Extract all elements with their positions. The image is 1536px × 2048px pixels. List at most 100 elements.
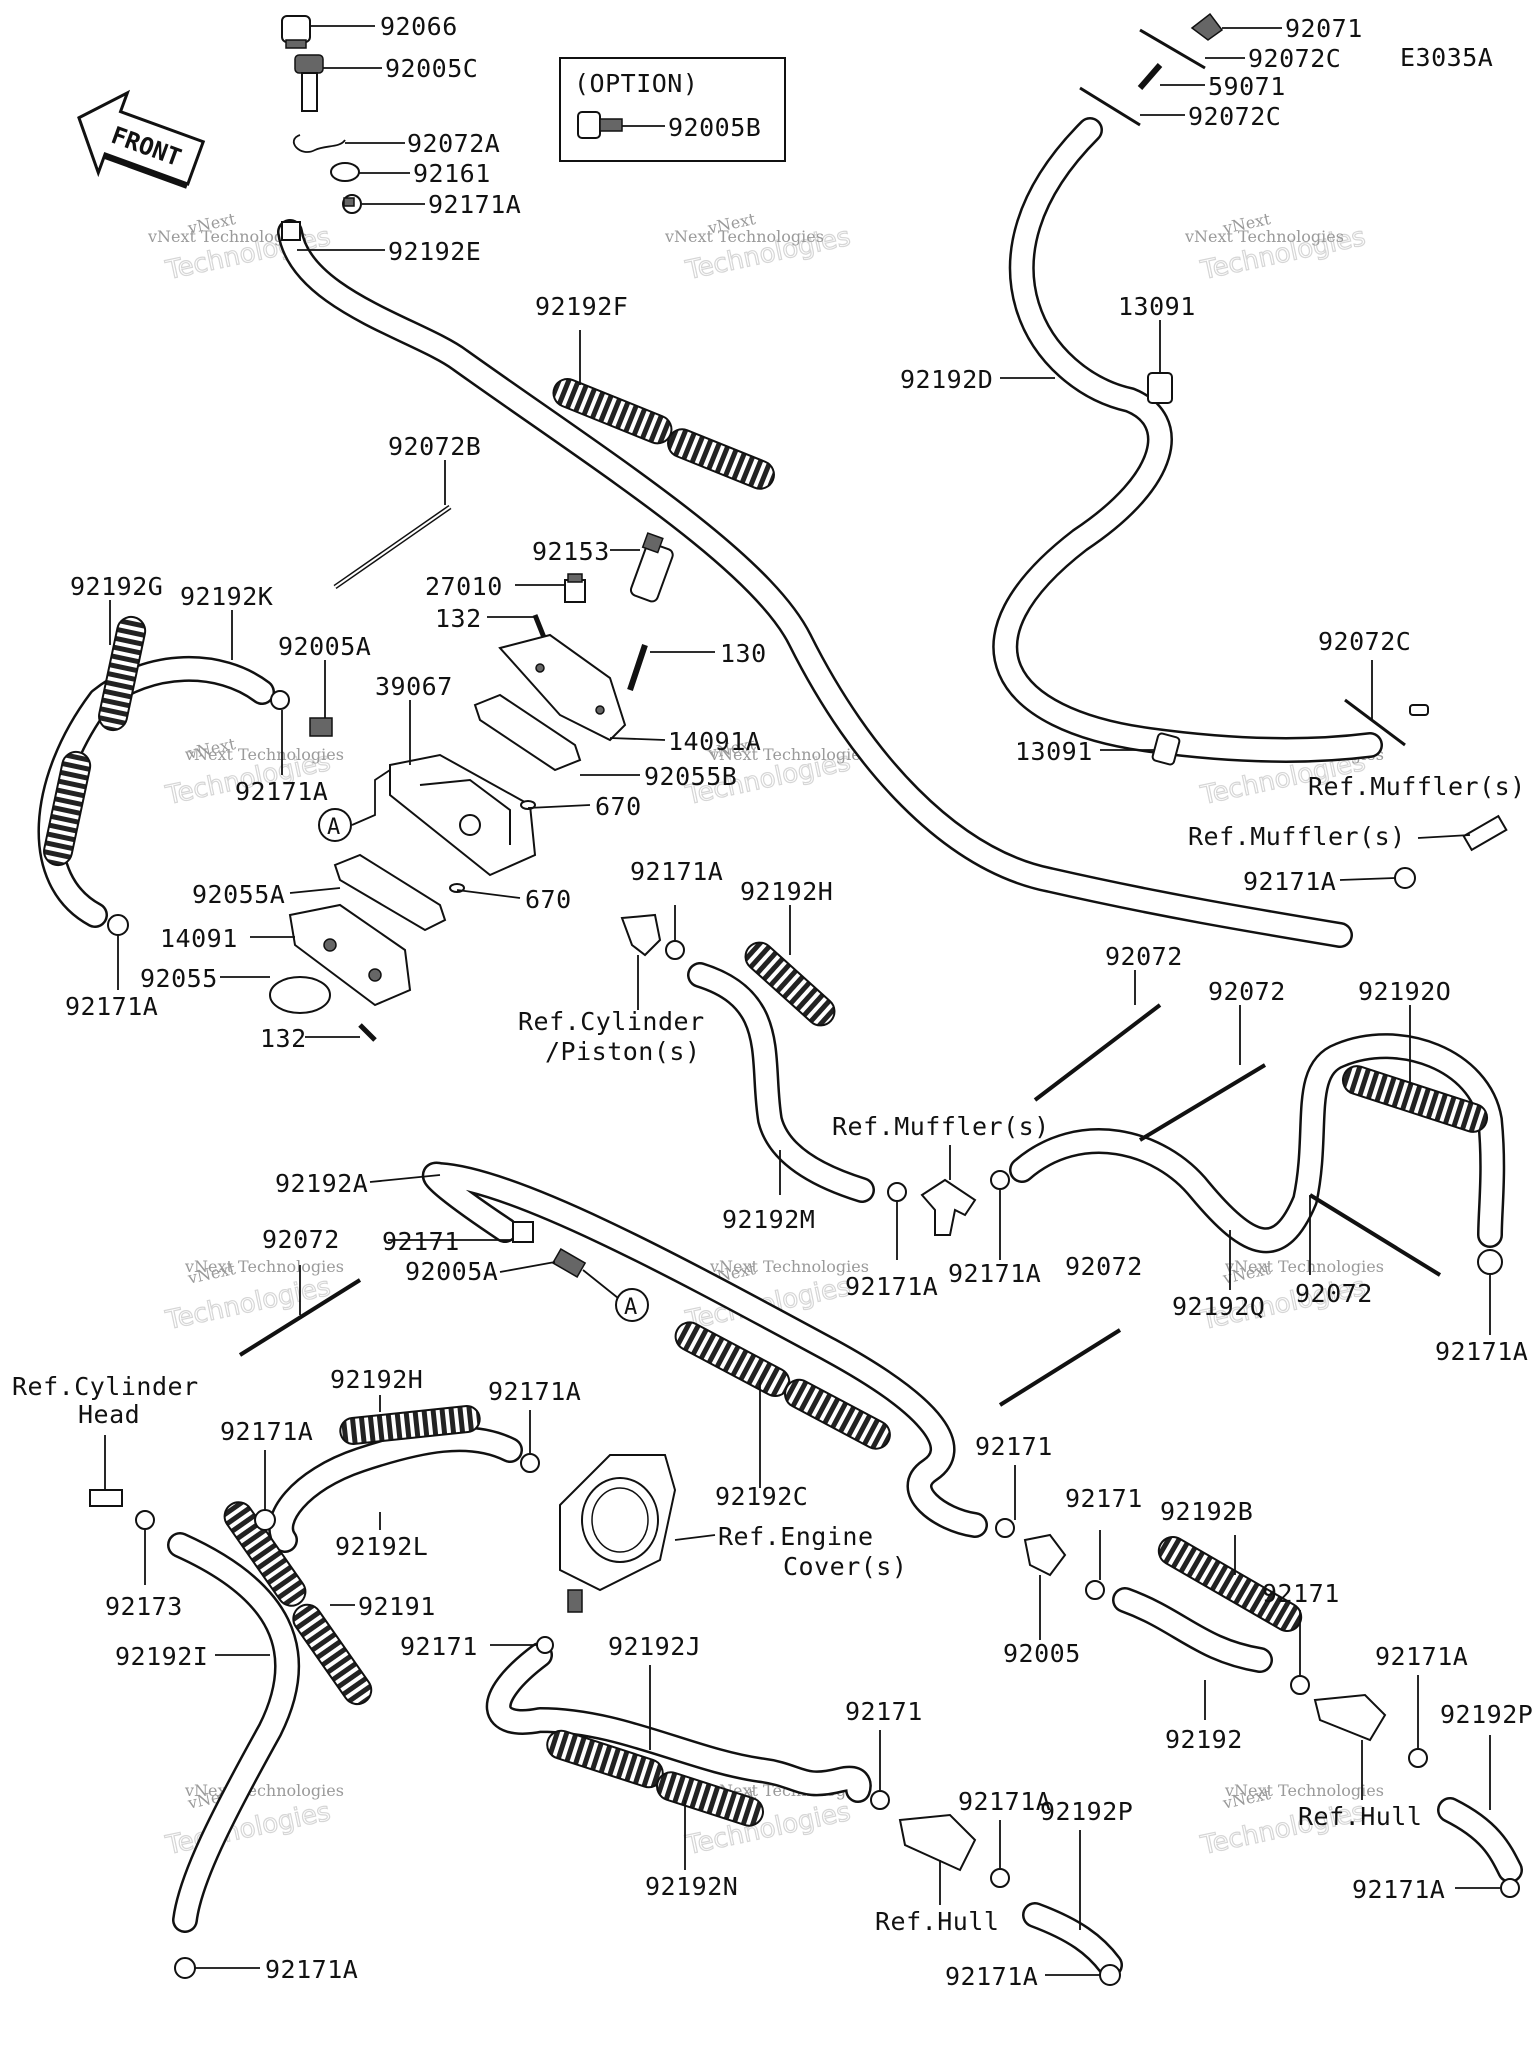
label-92192: 92192: [1165, 1725, 1243, 1754]
leader-lines: [104, 25, 1500, 1976]
connector-hull-right: [1313, 1693, 1387, 1742]
connector-hull-center: [898, 1813, 977, 1872]
label-92192H: 92192H: [740, 877, 833, 906]
label-92192F: 92192F: [535, 292, 628, 321]
clamp-92171A-h: [1500, 1878, 1520, 1898]
clamp-92171A-k: [174, 1957, 196, 1979]
label-92161: 92161: [413, 159, 491, 188]
sleeve-92192H-top: [744, 941, 836, 1027]
label-92171: 92171: [975, 1432, 1053, 1461]
hose-92192: [1112, 1587, 1273, 1673]
label-132: 132: [260, 1024, 307, 1053]
clamp-92171A-i: [990, 1868, 1010, 1888]
label-39067: 39067: [375, 672, 453, 701]
gasket-92055B: [473, 693, 582, 772]
label-92005A: 92005A: [278, 632, 371, 661]
clamp-92171-e: [536, 1636, 554, 1654]
label-92192K: 92192K: [180, 582, 273, 611]
label-ref-mufflers: Ref.Muffler(s): [1308, 772, 1526, 801]
part-labels: 92066 92005C 92072A 92161 92171A 92192E …: [12, 12, 1533, 1991]
hose-92192D: [992, 117, 1383, 763]
clip-92072A: [293, 134, 346, 153]
ty-wrap-92072B: [333, 504, 452, 590]
clamp-92171A-d: [990, 1170, 1010, 1190]
label-92192B: 92192B: [1160, 1497, 1253, 1526]
hose-92192J: [485, 1642, 872, 1803]
label-92171A: 92171A: [845, 1272, 938, 1301]
sleeve-92192H-low: [339, 1405, 481, 1445]
hose-92192E-stub: [281, 221, 301, 241]
sleeve-92192F: [552, 378, 775, 490]
svg-text:vNext Technologies: vNext Technologies: [709, 1257, 869, 1276]
label-92191: 92191: [358, 1592, 436, 1621]
front-arrow: FRONT: [77, 89, 206, 189]
ty-wrap-92072-c: [1308, 1193, 1442, 1277]
svg-text:vNext Technologies: vNext Technologies: [1184, 227, 1344, 246]
label-92192P: 92192P: [1440, 1700, 1533, 1729]
sleeve-92191: [223, 1501, 373, 1706]
label-92192J: 92192J: [608, 1632, 701, 1661]
clamp-92171A-right: [1394, 867, 1416, 889]
hose-92192K: [37, 656, 275, 928]
clamp-92171A-far-right: [1477, 1249, 1503, 1275]
plug-92005C: [294, 54, 324, 112]
label-92192I: 92192I: [115, 1642, 208, 1671]
label-92153: 92153: [532, 537, 610, 566]
hose-92192I: [167, 1532, 301, 1933]
option-part: 92005B: [668, 113, 761, 142]
clamp-92171A-c: [887, 1182, 907, 1202]
ty-wrap-92072-d: [238, 1278, 362, 1357]
clamp-92171-f: [870, 1790, 890, 1810]
label-92171A: 92171A: [235, 777, 328, 806]
clamp-92171-b: [995, 1518, 1015, 1538]
label-92192A: 92192A: [275, 1169, 368, 1198]
clip-92072C-3: [1344, 698, 1406, 747]
cover-14091: [288, 903, 412, 1007]
bolt-132-bottom: [358, 1023, 377, 1042]
marker-a-leader: [351, 769, 391, 826]
label-27010: 27010: [425, 572, 503, 601]
label-14091: 14091: [160, 924, 238, 953]
label-92173: 92173: [105, 1592, 183, 1621]
label-92192P: 92192P: [1040, 1797, 1133, 1826]
fitting-muffler-top: [1409, 704, 1429, 716]
clamp-92171-c: [1085, 1580, 1105, 1600]
hose-92192P-center: [1022, 1902, 1123, 1978]
clamp-92171A-e: [254, 1509, 276, 1531]
label-92055A: 92055A: [192, 880, 285, 909]
label-92192N: 92192N: [645, 1872, 738, 1901]
label-59071: 59071: [1208, 72, 1286, 101]
label-ref-hull: Ref.Hull: [875, 1907, 999, 1936]
label-ref-mufflers: Ref.Muffler(s): [1188, 822, 1406, 851]
label-92066: 92066: [380, 12, 458, 41]
diagram-code: E3035A: [1400, 43, 1493, 72]
ty-wrap-92072-a: [1033, 1003, 1162, 1102]
label-92171A: 92171A: [488, 1377, 581, 1406]
circle-marker-a-top: [318, 808, 352, 842]
clip-92072C-1: [1139, 28, 1206, 70]
label-92072A: 92072A: [407, 129, 500, 158]
label-92192M: 92192M: [722, 1205, 815, 1234]
label-ref-mufflers: Ref.Muffler(s): [832, 1112, 1050, 1141]
label-132: 132: [435, 604, 482, 633]
label-670: 670: [525, 885, 572, 914]
fitting-cylinder-head: [89, 1489, 123, 1507]
option-box: (OPTION) 92005B: [559, 57, 786, 162]
clamp-92173: [135, 1510, 155, 1530]
label-92171A: 92171A: [1375, 1642, 1468, 1671]
ty-wrap-92072-e: [998, 1328, 1122, 1407]
damper-13091-mid: [1151, 732, 1181, 766]
fitting-icon: [577, 111, 623, 139]
label-92171: 92171: [1262, 1579, 1340, 1608]
label-92171A: 92171A: [1243, 867, 1336, 896]
sleeve-92192N: [546, 1729, 764, 1827]
valve-body-39067: [389, 753, 537, 877]
svg-text:vNext Technologies: vNext Technologies: [184, 745, 344, 764]
label-ref-cylinder-piston: Ref.Cylinder: [518, 1007, 705, 1036]
label-92055B: 92055B: [644, 762, 737, 791]
sleeve-92192G: [43, 615, 147, 867]
label-92171: 92171: [400, 1632, 478, 1661]
label-92192C: 92192C: [715, 1482, 808, 1511]
label-13091: 13091: [1015, 737, 1093, 766]
clamp-92171-d: [1290, 1675, 1310, 1695]
